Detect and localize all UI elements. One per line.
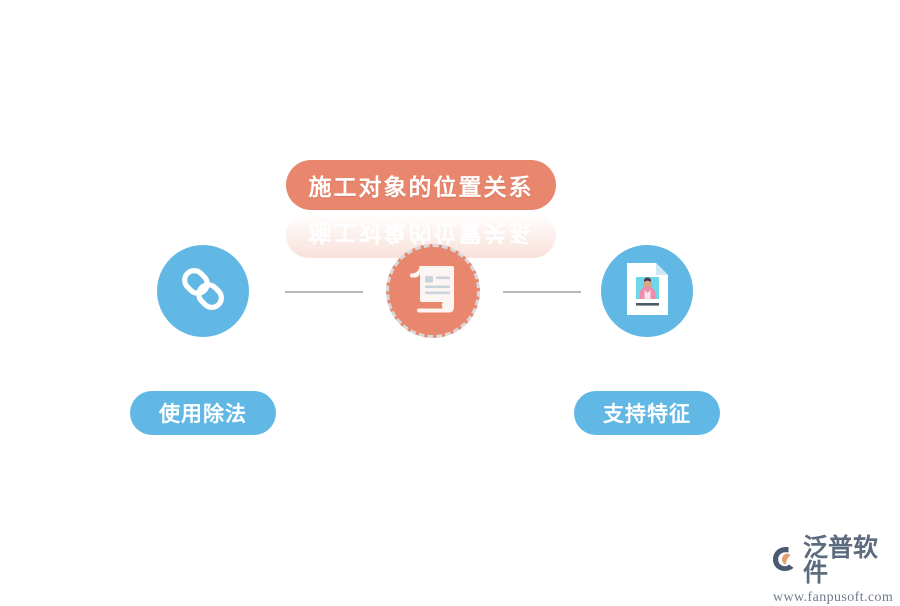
id-card-document-icon: [623, 261, 671, 322]
node-circle-right[interactable]: [601, 245, 693, 337]
connector-line-right: [503, 291, 581, 293]
node-label-right[interactable]: 支持特征: [574, 391, 720, 435]
watermark-brand-text: 泛普软件: [803, 534, 879, 587]
watermark-url: www.fanpusoft.com: [773, 590, 894, 605]
chain-link-icon: [176, 262, 230, 321]
node-circle-center[interactable]: [386, 244, 480, 338]
watermark-brand-row: 泛普软件: [772, 536, 892, 586]
watermark: 泛普软件 www.fanpusoft.com: [772, 536, 893, 605]
title-group: 施工对象的位置关系 施工对象的位置关系: [286, 160, 556, 258]
fanpu-swoosh-logo-icon: [772, 546, 800, 577]
connector-line-left: [285, 291, 363, 293]
scroll-document-icon: [410, 264, 456, 319]
title-pill: 施工对象的位置关系: [286, 160, 556, 210]
node-circle-left[interactable]: [157, 245, 249, 337]
node-label-left[interactable]: 使用除法: [130, 391, 276, 435]
